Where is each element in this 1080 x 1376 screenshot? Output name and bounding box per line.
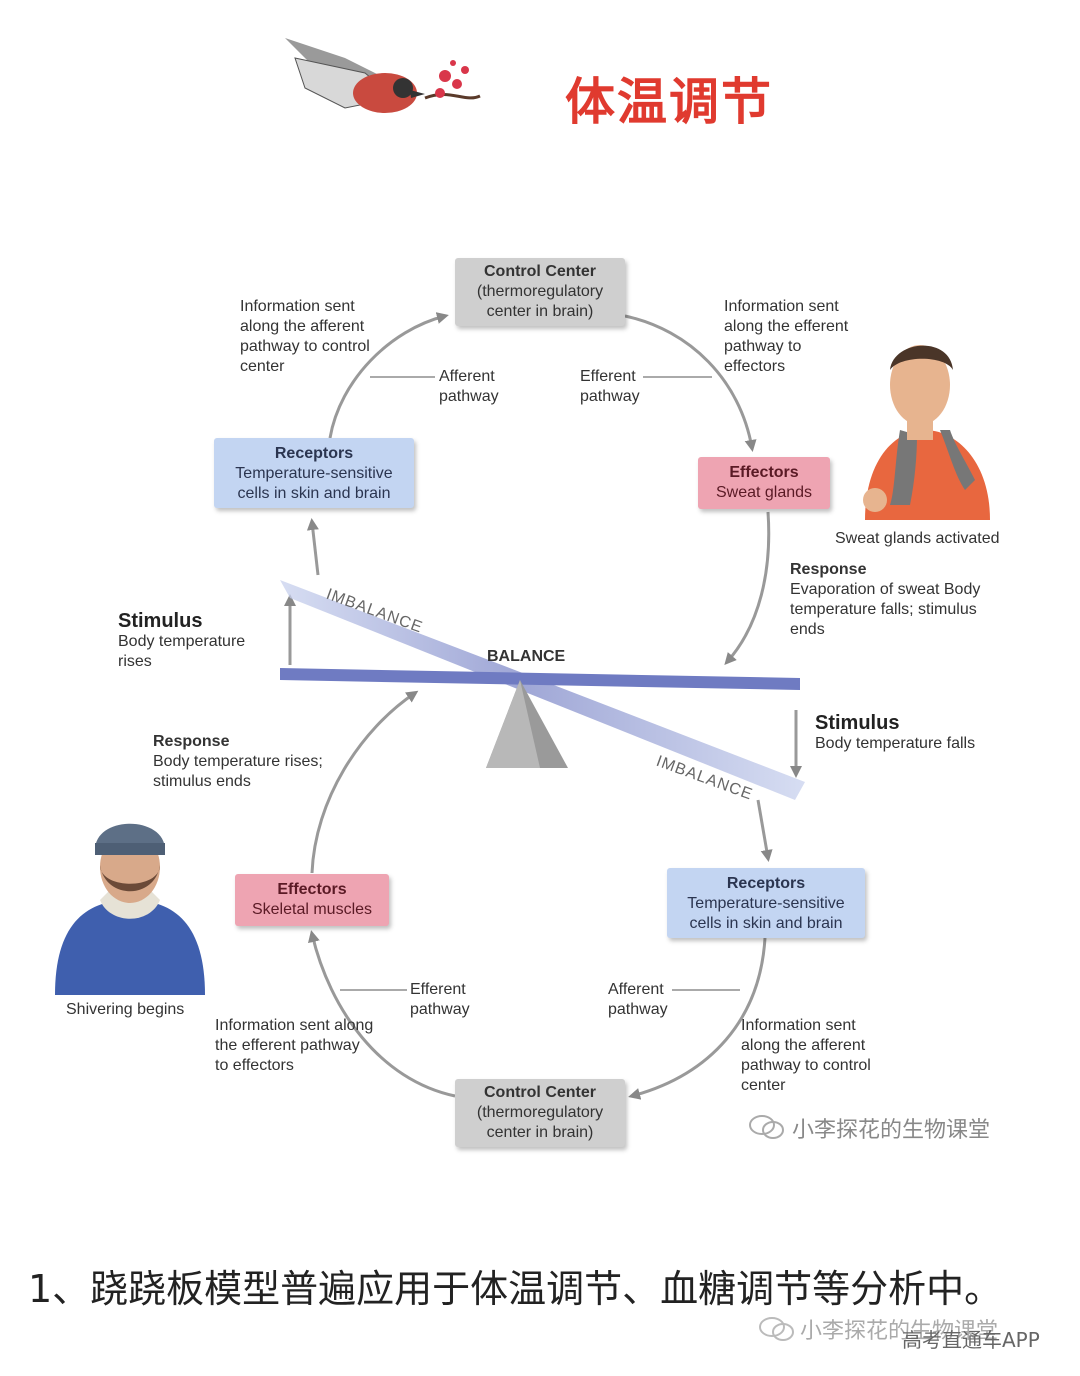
effectors-top-label: Effectors: [729, 464, 799, 481]
bottom-response-title: Response: [153, 733, 230, 750]
bird-illustration: [275, 18, 495, 148]
top-response-text: Evaporation of sweat Body temperature fa…: [790, 581, 981, 638]
arrow-effector-to-response-top: [724, 511, 771, 665]
watermark-bottom: 小李探花的生物课堂: [800, 1319, 999, 1344]
balance-label: BALANCE: [487, 648, 566, 665]
control-center-bottom: Control Center (thermoregulatory center …: [455, 1079, 625, 1147]
top-photo-caption: Sweat glands activated: [835, 530, 1000, 547]
arrow-receptor-to-control-bottom: [628, 937, 767, 1100]
arrow-imbalance-to-receptor-top: [306, 518, 320, 576]
bottom-stimulus-text: Body temperature falls: [815, 735, 976, 752]
shivering-man-illustration: [50, 805, 210, 995]
control-center-bottom-label: Control Center: [484, 1084, 596, 1101]
arrow-control-to-effector-top: [624, 314, 757, 452]
bottom-stimulus-title: Stimulus: [815, 712, 900, 734]
bottom-afferent-info: Information sent along the afferent path…: [741, 1017, 871, 1094]
arrow-effector-to-response-bottom: [310, 690, 419, 874]
arrow-imbalance-to-receptor-bottom: [756, 799, 773, 862]
effectors-top-detail: Sweat glands: [715, 484, 813, 501]
sweating-man-illustration: [855, 330, 995, 520]
imbalance-beam-bottom: [520, 672, 805, 800]
top-efferent-label: Efferent pathway: [580, 368, 640, 405]
homeostasis-diagram-lines: [280, 312, 805, 1100]
receptors-top-label: Receptors: [274, 445, 354, 462]
effectors-top: Effectors Sweat glands: [698, 457, 830, 509]
receptors-top-detail: Temperature-sensitive cells in skin and …: [235, 465, 393, 502]
effectors-bottom-label: Effectors: [277, 881, 347, 898]
top-stimulus-text: Body temperature rises: [118, 633, 246, 670]
top-afferent-label: Afferent pathway: [439, 368, 499, 405]
watermark-app: 高考直通车APP: [902, 1328, 1040, 1352]
wechat-icon: [748, 1114, 786, 1145]
top-response-title: Response: [790, 561, 867, 578]
receptors-bottom-detail: Temperature-sensitive cells in skin and …: [687, 895, 845, 932]
bottom-efferent-info: Information sent along the efferent path…: [215, 1017, 374, 1074]
arrow-receptor-to-control-top: [328, 312, 449, 439]
receptors-bottom-label: Receptors: [726, 875, 806, 892]
imbalance-beam-top: [280, 580, 520, 690]
arrow-control-to-effector-bottom: [308, 930, 456, 1098]
bottom-photo-caption: Shivering begins: [66, 1001, 185, 1018]
control-center-top-detail: (thermoregulatory center in brain): [476, 283, 604, 320]
bottom-efferent-label: Efferent pathway: [410, 981, 470, 1018]
watermark-figure: 小李探花的生物课堂: [792, 1118, 991, 1143]
caption-text: 1、跷跷板模型普遍应用于体温调节、血糖调节等分析中。: [28, 1267, 1003, 1311]
receptors-top: Receptors Temperature-sensitive cells in…: [214, 438, 414, 508]
page-title: 体温调节: [565, 73, 773, 131]
receptors-bottom: Receptors Temperature-sensitive cells in…: [667, 868, 865, 938]
top-stimulus-title: Stimulus: [118, 610, 203, 632]
effectors-bottom-detail: Skeletal muscles: [251, 901, 373, 918]
bottom-afferent-label: Afferent pathway: [608, 981, 668, 1018]
control-center-top-label: Control Center: [484, 263, 596, 280]
control-center-top: Control Center (thermoregulatory center …: [455, 258, 625, 326]
control-center-bottom-detail: (thermoregulatory center in brain): [476, 1104, 604, 1141]
wechat-icon: [758, 1316, 796, 1347]
balance-beam: [280, 668, 800, 690]
top-afferent-info: Information sent along the afferent path…: [240, 298, 370, 375]
bottom-response-text: Body temperature rises; stimulus ends: [153, 753, 323, 790]
top-efferent-info: Information sent along the efferent path…: [724, 298, 849, 375]
effectors-bottom: Effectors Skeletal muscles: [235, 874, 389, 926]
